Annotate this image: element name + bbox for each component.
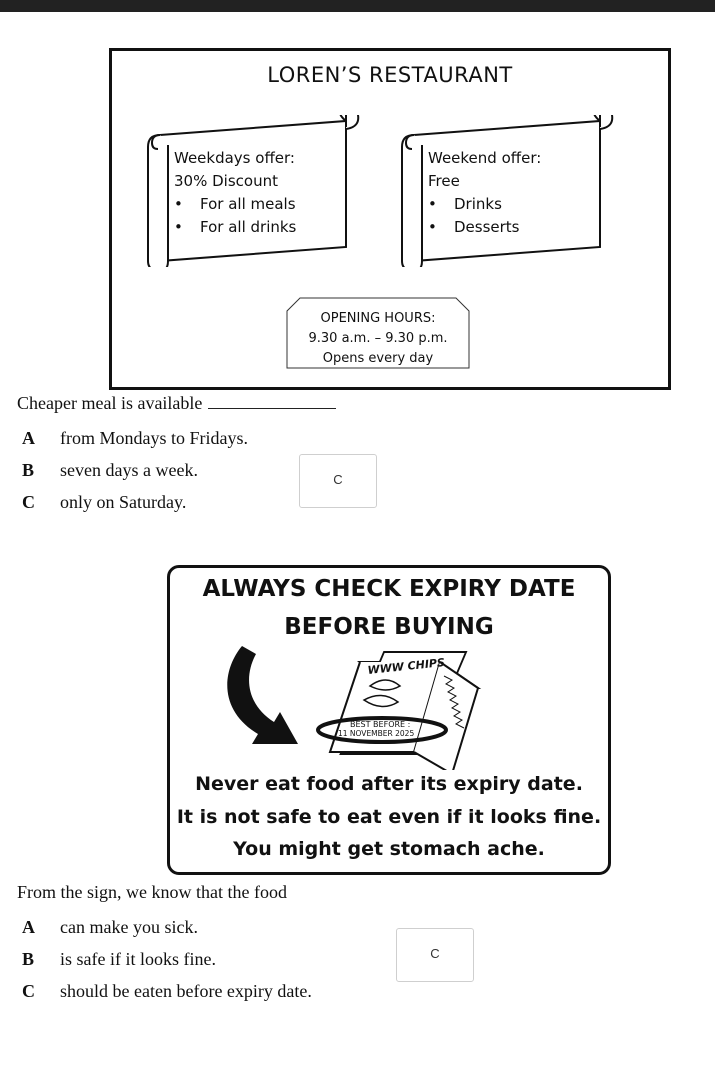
expiry-heading-line1: ALWAYS CHECK EXPIRY DATE bbox=[202, 576, 576, 602]
chips-package-illustration: WWW CHIPS BEST BEFORE : 11 NOVEMBER 2025 bbox=[227, 646, 482, 770]
label-highlight-ellipse bbox=[316, 716, 448, 744]
best-before-date: 11 NOVEMBER 2025 bbox=[338, 729, 414, 738]
restaurant-sign: LOREN’S RESTAURANT Weekdays offer: 30% D… bbox=[109, 48, 671, 390]
hours-time: 9.30 a.m. – 9.30 p.m. bbox=[308, 331, 448, 346]
question2-answer-box[interactable]: C bbox=[396, 928, 474, 982]
weekday-item: •For all drinks bbox=[174, 218, 297, 236]
scroll-icon bbox=[401, 115, 614, 267]
question1-answer-box[interactable]: C bbox=[299, 454, 377, 508]
best-before-label: BEST BEFORE : bbox=[350, 720, 410, 729]
weekday-subheading: 30% Discount bbox=[174, 172, 278, 190]
question1-stem: Cheaper meal is available bbox=[17, 393, 337, 414]
opening-hours-plaque: OPENING HOURS: 9.30 a.m. – 9.30 p.m. Ope… bbox=[286, 297, 470, 369]
curved-arrow-icon bbox=[227, 646, 298, 744]
plaque-shape bbox=[286, 297, 470, 369]
chips-box-icon bbox=[328, 651, 482, 770]
answer-blank bbox=[208, 394, 337, 409]
weekend-item: •Desserts bbox=[428, 218, 520, 236]
weekend-heading: Weekend offer: bbox=[428, 149, 542, 167]
expiry-body-line3: You might get stomach ache. bbox=[233, 838, 545, 860]
expiry-heading-line2: BEFORE BUYING bbox=[284, 614, 494, 640]
weekend-subheading: Free bbox=[428, 172, 460, 190]
weekday-offer-scroll: Weekdays offer: 30% Discount •For all me… bbox=[146, 115, 364, 267]
expiry-body-line1: Never eat food after its expiry date. bbox=[195, 773, 583, 795]
scroll-icon bbox=[147, 115, 360, 267]
weekend-item: •Drinks bbox=[428, 195, 502, 213]
hours-heading: OPENING HOURS: bbox=[320, 311, 436, 326]
hours-days: Opens every day bbox=[322, 351, 434, 366]
weekend-offer-scroll: Weekend offer: Free •Drinks •Desserts bbox=[400, 115, 618, 267]
expiry-sign: ALWAYS CHECK EXPIRY DATE BEFORE BUYING W… bbox=[167, 565, 611, 875]
question2-stem: From the sign, we know that the food bbox=[17, 882, 287, 902]
top-bar bbox=[0, 0, 715, 12]
expiry-body-line2: It is not safe to eat even if it looks f… bbox=[176, 806, 602, 828]
weekday-item: •For all meals bbox=[174, 195, 296, 213]
weekday-heading: Weekdays offer: bbox=[174, 149, 295, 167]
restaurant-title: LOREN’S RESTAURANT bbox=[267, 63, 513, 87]
